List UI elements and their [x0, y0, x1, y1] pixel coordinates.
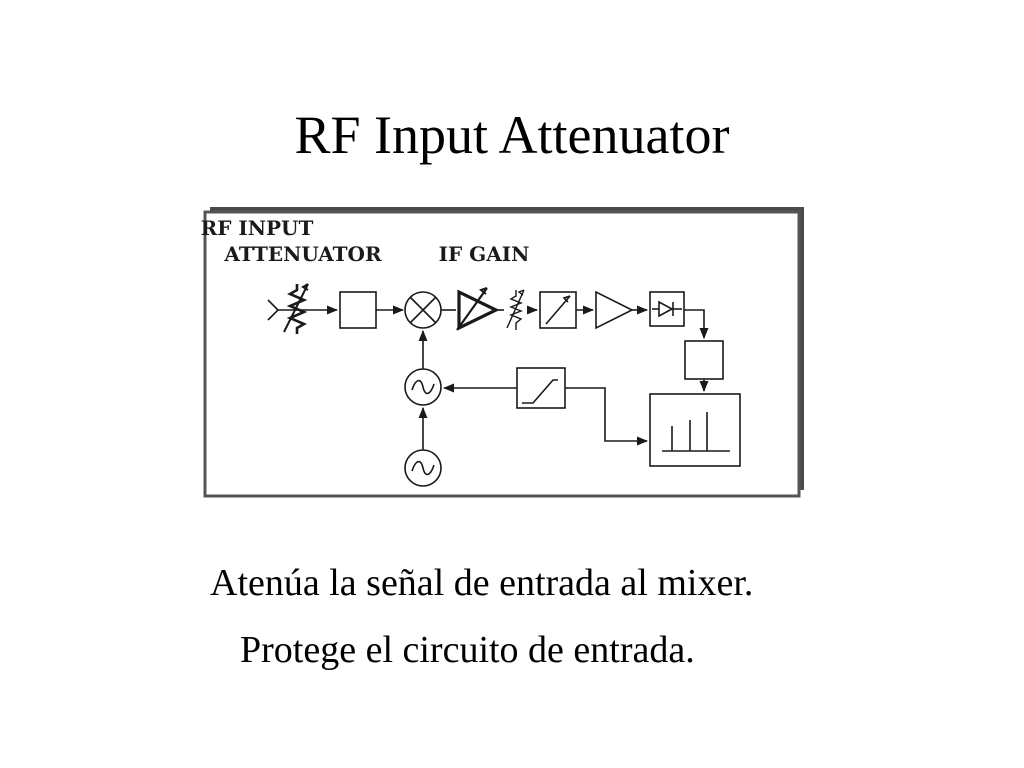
caption-attenuates: Atenúa la señal de entrada al mixer. [210, 562, 754, 604]
rf-input-label-line1: RF INPUT [201, 216, 314, 240]
local-oscillator-icon [404, 368, 442, 406]
rf-attenuator-icon [283, 283, 309, 334]
envelope-detector-block [649, 291, 685, 327]
rf-input-label-line2: ATTENUATOR [223, 242, 382, 266]
if-filter-block [539, 291, 577, 329]
block-diagram-figure: RF INPUT ATTENUATOR IF GAIN [200, 204, 812, 500]
reference-oscillator-icon [404, 449, 442, 487]
block-diagram: RF INPUT ATTENUATOR IF GAIN [201, 207, 804, 498]
display-block [649, 393, 741, 467]
if-gain-label: IF GAIN [439, 242, 530, 266]
ramp-to-display-line [565, 387, 649, 446]
slide-title: RF Input Attenuator [294, 105, 730, 165]
if-gain-resistor-icon [506, 289, 525, 330]
log-amplifier-icon [595, 290, 634, 330]
ramp-generator-block [516, 367, 566, 409]
if-gain-amplifier-icon [456, 287, 500, 331]
input-filter-block [339, 291, 377, 329]
video-filter-block [684, 340, 724, 380]
caption-protects: Protege el circuito de entrada. [240, 629, 695, 671]
signal-line-detector-video [684, 309, 709, 340]
mixer-icon [404, 291, 442, 329]
